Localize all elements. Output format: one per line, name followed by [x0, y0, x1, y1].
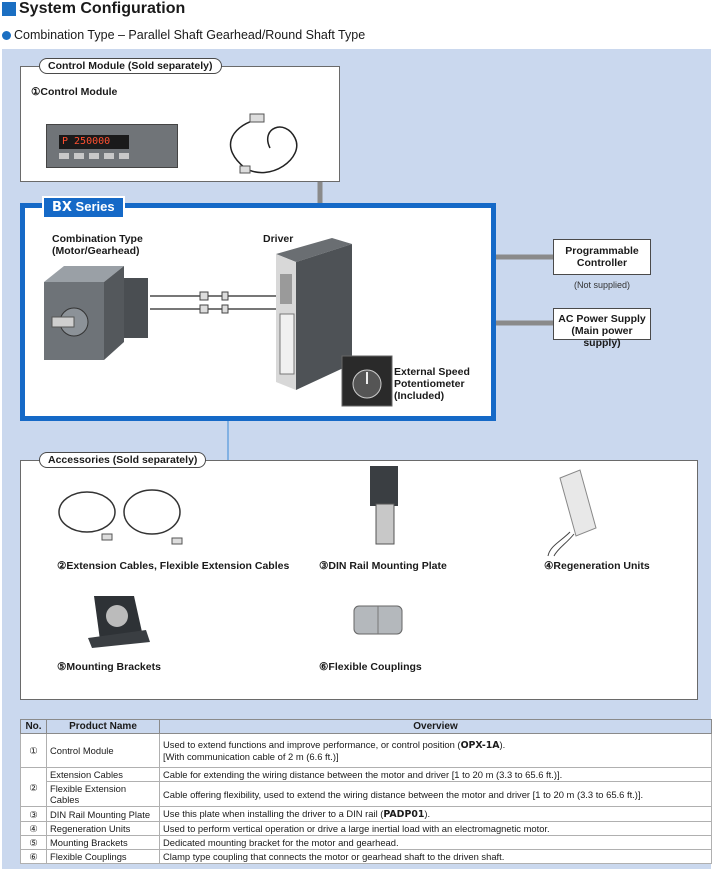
control-module-display: P 250000 — [59, 135, 129, 149]
mounting-bracket-image — [88, 596, 150, 648]
plc-line1: Programmable — [565, 245, 639, 257]
plc-box: Programmable Controller — [553, 239, 651, 275]
page-subtitle-text: Combination Type – Parallel Shaft Gearhe… — [14, 28, 366, 42]
plc-line2: Controller — [576, 257, 628, 269]
driver-label: Driver — [263, 233, 294, 245]
row-no: ⑥ — [20, 849, 47, 864]
row-overview: Used to extend functions and improve per… — [159, 733, 712, 768]
row-overview: Dedicated mounting bracket for the motor… — [159, 835, 712, 850]
motor-cables — [150, 291, 280, 314]
bx-series-frame — [20, 203, 496, 421]
bx-series-tag-rest: Series — [71, 199, 115, 214]
motor-image — [44, 266, 148, 360]
row-overview: Use this plate when installing the drive… — [159, 806, 712, 822]
row-overview: Clamp type coupling that connects the mo… — [159, 849, 712, 864]
accessory-label-regeneration: ④Regeneration Units — [544, 560, 650, 572]
plc-note: (Not supplied) — [574, 280, 631, 290]
accessory-label-couplings: ⑥Flexible Couplings — [319, 661, 422, 673]
table-row: ④ Regeneration Units Used to perform ver… — [20, 821, 712, 836]
pot-label-line1: External Speed — [394, 366, 470, 378]
ac-power-box: AC Power Supply (Main power supply) — [553, 308, 651, 349]
driver-image — [276, 238, 352, 390]
page-subtitle: Combination Type – Parallel Shaft Gearhe… — [2, 28, 365, 42]
overview-text: Used to extend functions and improve per… — [163, 739, 461, 750]
din-rail-plate-image — [370, 466, 398, 545]
ac-line1: AC Power Supply — [558, 313, 646, 325]
col-no: No. — [20, 719, 47, 734]
accessory-label-brackets: ⑤Mounting Brackets — [57, 661, 161, 673]
product-table: No. Product Name Overview ① Control Modu… — [20, 719, 712, 864]
row-no: ⑤ — [20, 835, 47, 850]
row-overview: Cable for extending the wiring distance … — [159, 767, 712, 782]
bx-series-tag-bold: BX — [52, 200, 72, 215]
table-row: ⑤ Mounting Brackets Dedicated mounting b… — [20, 835, 712, 850]
row-name: Mounting Brackets — [46, 835, 160, 850]
potentiometer-label: External Speed Potentiometer (Included) — [394, 366, 470, 402]
communication-cable-image — [229, 113, 298, 174]
row-name: Flexible Couplings — [46, 849, 160, 864]
flexible-coupling-image — [353, 605, 403, 635]
bx-series-tag: BX Series — [42, 196, 125, 219]
table-row: Flexible Extension Cables Cable offering… — [21, 781, 712, 807]
row-name: Flexible Extension Cables — [46, 781, 160, 807]
pot-label-line2: Potentiometer — [394, 378, 465, 390]
control-module-keys — [59, 153, 149, 161]
overview-text-end: ). — [499, 739, 506, 750]
row-no: ③ — [20, 806, 47, 822]
row-name: Extension Cables — [46, 767, 160, 782]
overview-text: Use this plate when installing the drive… — [163, 808, 384, 819]
control-module-image: P 250000 — [46, 124, 178, 168]
accessory-label-din-rail: ③DIN Rail Mounting Plate — [319, 560, 447, 572]
page-title-text: System Configuration — [19, 0, 186, 17]
model-code: PADP01 — [383, 809, 425, 820]
extension-cables-image — [58, 489, 183, 545]
table-row: ② Extension Cables Cable for extending t… — [20, 767, 712, 807]
overview-text-end: ). — [424, 808, 431, 819]
bullet-dot-icon — [2, 30, 11, 40]
model-code: OPX-1A — [460, 740, 500, 751]
overview-text-line2: [With communication cable of 2 m (6.6 ft… — [163, 751, 339, 762]
row-overview: Used to perform vertical operation or dr… — [159, 821, 712, 836]
ac-line2: (Main power supply) — [571, 325, 633, 349]
page-title: System Configuration — [2, 0, 185, 18]
control-module-label: ①Control Module — [31, 86, 118, 98]
row-name: Control Module — [46, 733, 160, 768]
motor-label-line1: Combination Type — [52, 233, 143, 245]
table-row: ③ DIN Rail Mounting Plate Use this plate… — [20, 806, 712, 822]
control-module-tag: Control Module (Sold separately) — [39, 58, 222, 74]
regeneration-unit-image — [547, 469, 597, 557]
col-product-name: Product Name — [46, 719, 160, 734]
row-name: DIN Rail Mounting Plate — [46, 806, 160, 822]
row-name: Regeneration Units — [46, 821, 160, 836]
row-no: ④ — [20, 821, 47, 836]
table-row: ① Control Module Used to extend function… — [20, 733, 712, 768]
accessory-label-cables: ②Extension Cables, Flexible Extension Ca… — [57, 560, 290, 572]
pot-label-line3: (Included) — [394, 390, 445, 402]
col-overview: Overview — [159, 719, 712, 734]
table-row: ⑥ Flexible Couplings Clamp type coupling… — [20, 849, 712, 864]
potentiometer-image — [341, 355, 393, 407]
table-header-row: No. Product Name Overview — [20, 719, 712, 734]
row-overview: Cable offering flexibility, used to exte… — [159, 781, 712, 807]
row-no: ② — [20, 767, 47, 807]
row-no: ① — [20, 733, 47, 768]
accessories-tag: Accessories (Sold separately) — [39, 452, 207, 468]
motor-label-line2: (Motor/Gearhead) — [52, 245, 140, 257]
title-square-icon — [2, 2, 16, 16]
